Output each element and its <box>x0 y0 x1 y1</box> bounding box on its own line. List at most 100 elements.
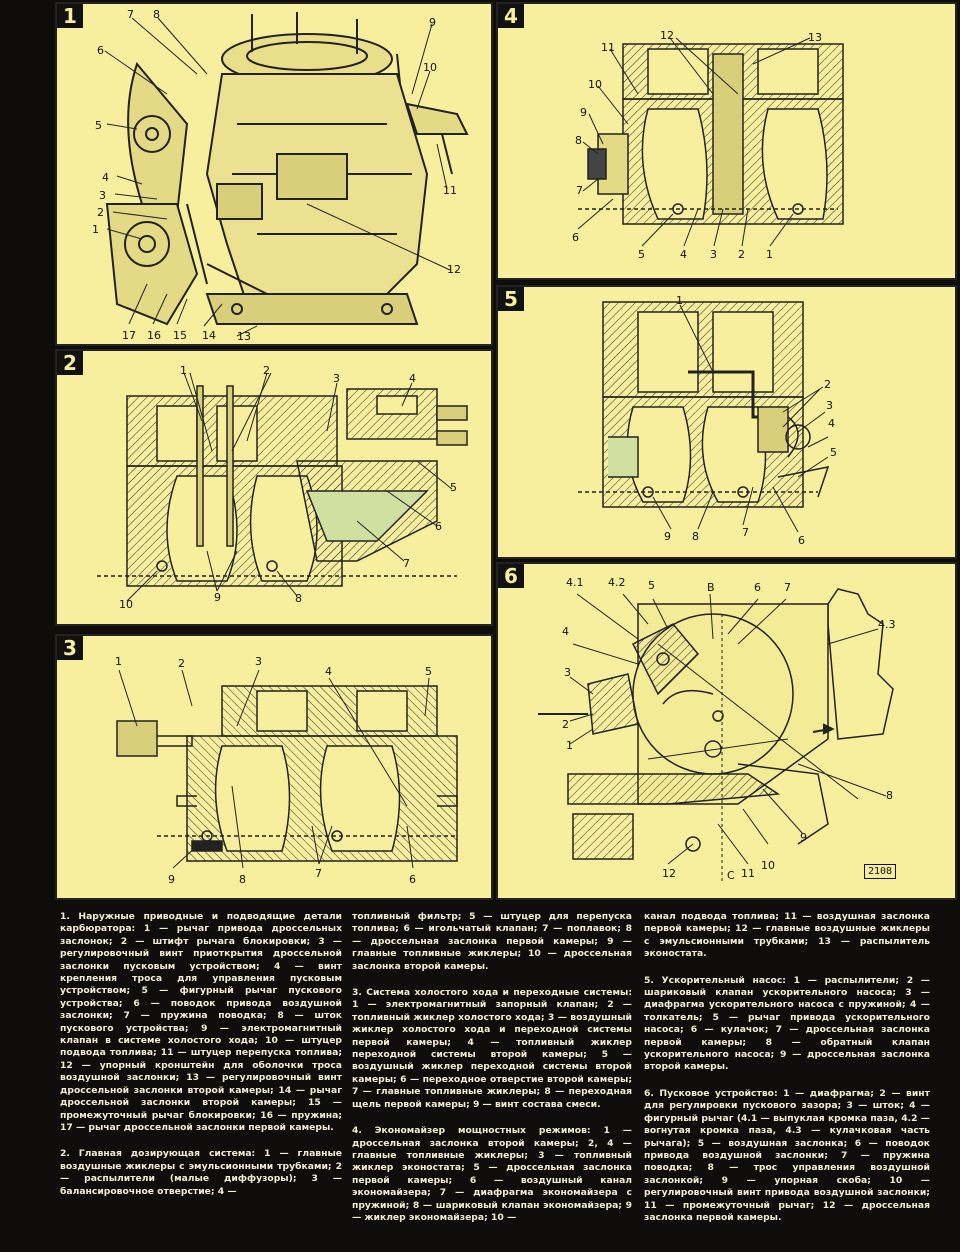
callout-label: 13 <box>808 31 822 44</box>
caption-figure-6: 6. Пусковое устройство: 1 — диафрагма; 2… <box>644 1087 930 1223</box>
callout-label: 8 <box>575 134 582 147</box>
callout-label: C <box>727 869 735 882</box>
callout-label: 4 <box>409 372 416 385</box>
callout-label: 8 <box>239 873 246 886</box>
figure-number: 4 <box>498 4 524 28</box>
callout-label: 16 <box>147 329 161 342</box>
callout-label: 6 <box>798 534 805 547</box>
callout-label: 5 <box>638 248 645 261</box>
callout-label: 4.1 <box>566 576 584 589</box>
callout-label: 6 <box>572 231 579 244</box>
callout-label: 1 <box>180 364 187 377</box>
callout-label: 6 <box>409 873 416 886</box>
callout-label: 1 <box>115 655 122 668</box>
callout-label: 4 <box>680 248 687 261</box>
callout-label: 8 <box>153 8 160 21</box>
callout-label: 9 <box>168 873 175 886</box>
callout-label: 3 <box>710 248 717 261</box>
callout-label: 1 <box>676 294 683 307</box>
callout-label: 5 <box>425 665 432 678</box>
callout-label: 10 <box>119 598 133 611</box>
callout-label: 3 <box>564 666 571 679</box>
figure-number: 5 <box>498 287 524 311</box>
caption-column-2: топливный фильтр; 5 — штуцер для перепус… <box>352 911 632 1238</box>
callout-label: 5 <box>830 446 837 459</box>
callout-label: 1 <box>92 223 99 236</box>
figure-number: 2 <box>57 351 83 375</box>
figure-number: 6 <box>498 564 524 588</box>
captions-area: 1. Наружные приводные и подводящие детал… <box>0 903 960 1252</box>
callout-label: 1 <box>766 248 773 261</box>
callout-label: 12 <box>662 867 676 880</box>
figure-6-panel: 6 1 2 3 4 4.1 4.2 4.3 5 6 7 8 9 10 11 12… <box>496 562 957 900</box>
callout-label: 4 <box>828 417 835 430</box>
callout-label: 10 <box>761 859 775 872</box>
callout-label: 3 <box>333 372 340 385</box>
callout-label: 14 <box>202 329 216 342</box>
figure-number: 3 <box>57 636 83 660</box>
figure-6-drawing <box>538 588 894 884</box>
callout-label: 4 <box>562 625 569 638</box>
callout-label: 2 <box>97 206 104 219</box>
callout-label: 9 <box>800 831 807 844</box>
callout-label: 11 <box>601 41 615 54</box>
callout-label: 4.3 <box>878 618 896 631</box>
callout-label: 2 <box>738 248 745 261</box>
callout-label: 9 <box>429 16 436 29</box>
callout-label: 8 <box>295 592 302 605</box>
callout-label: 4 <box>325 665 332 678</box>
callout-label: 4 <box>102 171 109 184</box>
callout-label: 3 <box>99 189 106 202</box>
figure-code-stamp: 2108 <box>864 864 897 879</box>
callout-label: 6 <box>435 520 442 533</box>
callout-label: 10 <box>423 61 437 74</box>
callout-label: 8 <box>886 789 893 802</box>
callout-label: 8 <box>692 530 699 543</box>
caption-figure-5: 5. Ускорительный насос: 1 — распылители;… <box>644 974 930 1073</box>
callout-label: 7 <box>784 581 791 594</box>
figure-2-panel: 2 1 2 3 4 5 6 7 8 9 10 <box>55 349 493 626</box>
callout-label: 3 <box>826 399 833 412</box>
callout-label: 5 <box>450 481 457 494</box>
callout-label: 2 <box>562 718 569 731</box>
callout-label: 12 <box>447 263 461 276</box>
callout-label: 7 <box>403 557 410 570</box>
figure-4-drawing <box>577 37 844 247</box>
callout-label: 5 <box>95 119 102 132</box>
figure-3-drawing <box>116 669 458 869</box>
callout-label: 2 <box>824 378 831 391</box>
callout-label: 7 <box>742 526 749 539</box>
caption-column-3: канал подвода топлива; 11 — воздушная за… <box>644 911 930 1238</box>
callout-label: 11 <box>741 867 755 880</box>
callout-label: 2 <box>178 657 185 670</box>
caption-figure-3: 3. Система холостого хода и переходные с… <box>352 987 632 1110</box>
figure-2-drawing <box>97 372 468 602</box>
callout-label: 7 <box>315 867 322 880</box>
callout-label: 3 <box>255 655 262 668</box>
caption-figure-4-end: канал подвода топлива; 11 — воздушная за… <box>644 911 930 960</box>
figure-5-panel: 5 1 2 3 3 4 5 6 7 8 9 <box>496 285 957 559</box>
figure-1-drawing <box>104 12 469 337</box>
caption-figure-4-start: 4. Экономайзер мощностных режимов: 1 — д… <box>352 1125 632 1223</box>
callout-label: 1 <box>566 739 573 752</box>
figure-3-panel: 3 1 2 3 4 5 6 7 8 9 <box>55 634 493 900</box>
callout-label: 2 <box>263 364 270 377</box>
figure-1-panel: 1 1 2 3 4 5 6 7 8 9 10 11 12 13 14 15 16… <box>55 2 493 346</box>
caption-figure-2-start: 2. Главная дозирующая система: 1 — главн… <box>60 1148 342 1197</box>
callout-label: 6 <box>97 44 104 57</box>
callout-label: 6 <box>754 581 761 594</box>
callout-label: 9 <box>214 591 221 604</box>
caption-figure-1: 1. Наружные приводные и подводящие детал… <box>60 911 342 1133</box>
callout-label: 4.2 <box>608 576 626 589</box>
callout-label: 15 <box>173 329 187 342</box>
caption-figure-2-end: топливный фильтр; 5 — штуцер для перепус… <box>352 911 632 972</box>
figure-4-panel: 4 1 2 3 4 5 6 7 8 9 10 11 12 13 <box>496 2 957 280</box>
callout-label: 9 <box>664 530 671 543</box>
figure-number: 1 <box>57 4 83 28</box>
callout-label: 17 <box>122 329 136 342</box>
callout-label: B <box>707 581 715 594</box>
callout-label: 10 <box>588 78 602 91</box>
callout-label: 7 <box>127 8 134 21</box>
callout-label: 5 <box>648 579 655 592</box>
callout-label: 7 <box>576 184 583 197</box>
